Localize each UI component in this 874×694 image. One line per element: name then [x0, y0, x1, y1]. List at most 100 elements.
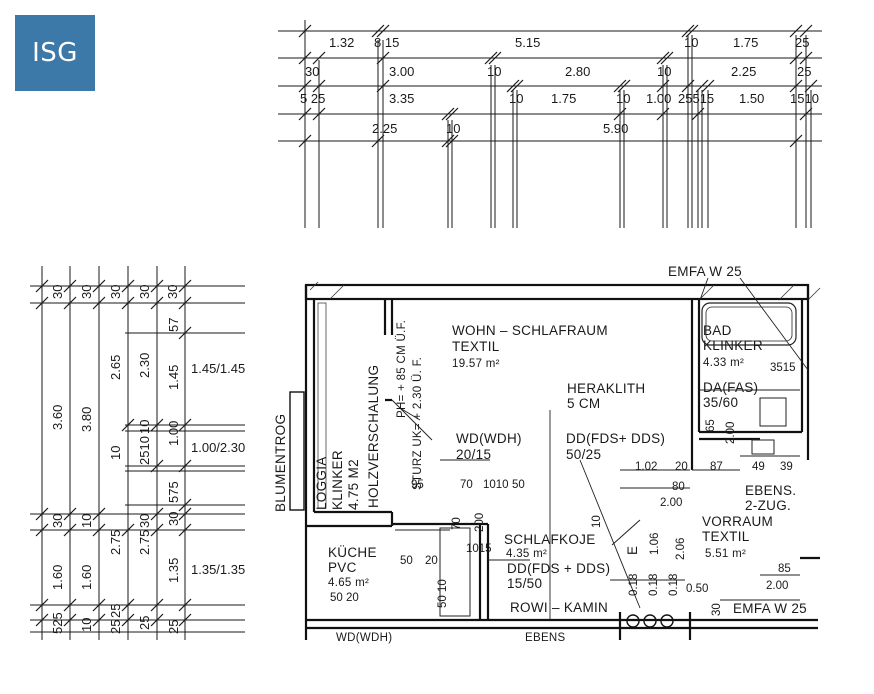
dim-label: 1.06 [649, 533, 661, 555]
dim-label: 1.60 [79, 565, 94, 590]
dim-label: 1.50 [739, 91, 764, 106]
da-dims: 35/60 [703, 395, 738, 410]
ebens-type: 2-ZUG. [745, 498, 791, 513]
dim-label: 1.02 [635, 461, 657, 473]
dim-label: 3.35 [389, 91, 414, 106]
dim-label: 2.75 [108, 530, 123, 555]
dim-label: 5 25 [300, 91, 325, 106]
top-dimension-labels: 1.32 8 15 5.15 10 1.75 25 30 3.00 10 2.8… [300, 35, 819, 136]
dim-label: 95 [411, 479, 424, 491]
dim-label: 25 [108, 604, 123, 618]
dim-label: 5.15 [515, 35, 540, 50]
dim-label: 1.32 [329, 35, 354, 50]
dim-label: 30 [108, 285, 123, 299]
dd-koje-dims: 15/50 [507, 576, 542, 591]
leader-lines [399, 277, 809, 620]
dim-label: 10 [79, 514, 94, 528]
dim-label: 30 [137, 514, 152, 528]
dd-wohn-label: DD(FDS+ DDS) [566, 431, 665, 446]
bad-name: BAD [703, 323, 732, 338]
dim-label: 1.45 [166, 365, 181, 390]
chimney-flues [626, 614, 674, 628]
kueche-name: KÜCHE [328, 545, 377, 560]
rowi-kamin: ROWI – KAMIN [510, 600, 608, 615]
dim-label: 200 [474, 513, 486, 532]
loggia-floor: KLINKER [330, 450, 345, 510]
dim-label: 10 [446, 121, 460, 136]
dim-label: 2.65 [108, 355, 123, 380]
dd-wohn-dims: 50/25 [566, 447, 601, 462]
dim-label: 3.00 [389, 64, 414, 79]
walls [304, 283, 820, 640]
wc [751, 439, 775, 455]
plan-dimensions: 95 70 1010 50 1.02 20 87 49 39 80 2.00 6… [330, 362, 796, 616]
wd-label: WD(WDH) [456, 431, 522, 446]
dim-label: 1.00 [646, 91, 671, 106]
washbasin [759, 397, 787, 427]
dim-label: 575 [166, 481, 181, 503]
dim-label: 1.45/1.45 [191, 361, 245, 376]
dim-label: 25 [797, 64, 811, 79]
dim-label: 1010 [483, 479, 509, 491]
dim-label: 1.00/2.30 [191, 440, 245, 455]
dim-label: 10 [108, 446, 123, 460]
dim-label: 50 10 [437, 579, 449, 608]
dim-label: 3.80 [79, 407, 94, 432]
vorraum-name: VORRAUM [702, 514, 773, 529]
dim-label: 25 [795, 35, 809, 50]
heraklith-label: HERAKLITH [567, 381, 645, 396]
dim-label: 0.50 [686, 583, 708, 595]
vorraum-area: 5.51 m² [705, 548, 746, 560]
room-labels: WOHN – SCHLAFRAUM TEXTIL 19.57 m² BAD KL… [314, 323, 773, 589]
dim-label: 80 [672, 481, 685, 493]
schlafkoje-area: 4.35 m² [506, 548, 547, 560]
left-dimension-labels: 30 30 30 30 30 3.60 3.80 2.65 2.30 1.45 … [50, 285, 245, 634]
dim-label: 30 [165, 285, 180, 299]
dim-label: 1.60 [50, 565, 65, 590]
dim-label: 10 [509, 91, 523, 106]
dim-label: 10 [657, 64, 671, 79]
dim-label: 2.00 [766, 580, 788, 592]
bad-floor: KLINKER [703, 338, 763, 353]
ebens-bottom: EBENS [525, 632, 566, 644]
dim-label: 57 [166, 318, 181, 332]
holzverschalung-label: HOLZVERSCHALUNG [366, 365, 381, 508]
dim-label: 50 20 [330, 592, 359, 604]
dim-label: 30 [50, 514, 65, 528]
emfa-bottom: EMFA W 25 [733, 601, 807, 616]
wohn-floor: TEXTIL [452, 339, 500, 354]
dd-koje-label: DD(FDS + DDS) [507, 561, 610, 576]
vorraum-floor: TEXTIL [702, 529, 750, 544]
dim-label: 2.00 [660, 497, 682, 509]
top-dimension-chain [278, 20, 822, 228]
wd-bottom: WD(WDH) [336, 632, 392, 644]
dim-label: 25 [166, 620, 181, 634]
dim-label: 2.75 [137, 530, 152, 555]
logo-text: ISG [32, 38, 78, 68]
emfa-top: EMFA W 25 [668, 264, 742, 279]
dim-label: 1.35 [166, 558, 181, 583]
dim-label: 0.18 [648, 574, 660, 596]
da-label: DA(FAS) [703, 380, 758, 395]
dim-label: 10 [684, 35, 698, 50]
wd-dims: 20/15 [456, 447, 491, 462]
dim-label: 20 [675, 461, 688, 473]
sturz-label: STURZ UK= + 2.30 Ü. F. [412, 357, 424, 490]
dim-label: 65 [705, 419, 717, 432]
dim-label: 30 [711, 603, 723, 616]
dim-label: 2.00 [725, 422, 737, 444]
left-dimension-chain [30, 266, 245, 640]
dim-label: 8 15 [374, 35, 399, 50]
dim-label: 50 [400, 555, 413, 567]
dim-label: 25 [108, 620, 123, 634]
dim-label: 525 [50, 612, 65, 634]
doors [391, 399, 740, 581]
dim-label: 2.25 [372, 121, 397, 136]
dim-label: 0.18 [668, 574, 680, 596]
dim-label: 5.90 [603, 121, 628, 136]
kueche-area: 4.65 m² [328, 577, 369, 589]
dim-label: 70 [460, 479, 473, 491]
dim-label: 10 [591, 515, 603, 528]
loggia-area: 4.75 M2 [346, 459, 361, 510]
